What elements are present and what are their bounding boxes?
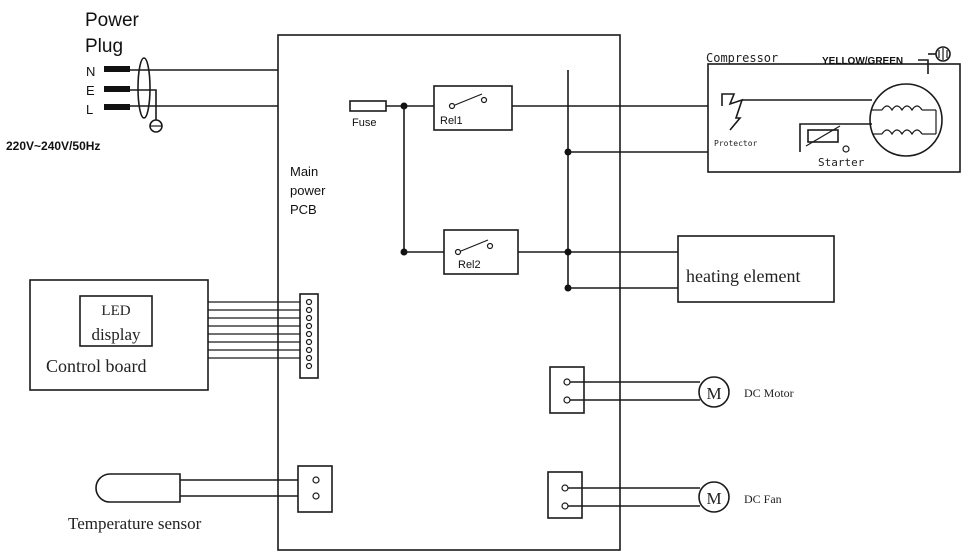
dc-motor (698, 376, 730, 408)
relay-1 (433, 85, 513, 131)
temperature-sensor-probe (95, 473, 181, 503)
main-pcb-label-line2: power (290, 183, 326, 198)
power-plug-label-line2: Plug (85, 36, 123, 57)
relay-2 (443, 229, 519, 275)
power-plug: Power Plug N E L 220V~240V/50Hz (6, 10, 163, 153)
starter-label: Starter (818, 156, 865, 169)
control-board-label: Control board (46, 356, 147, 376)
pin-e-label: E (86, 83, 95, 98)
dc-fan-connector (547, 471, 583, 519)
pin-l-label: L (86, 102, 93, 117)
dc-motor-symbol: M (706, 384, 721, 403)
relay-1-label: Rel1 (440, 115, 463, 127)
cable-sheath (137, 57, 151, 119)
plug-pin-n (104, 66, 130, 72)
temperature-sensor-label: Temperature sensor (68, 514, 202, 533)
sensor-connector (297, 465, 333, 513)
dc-fan-symbol: M (706, 489, 721, 508)
fuse (349, 100, 387, 112)
protector (721, 93, 744, 131)
heating-element-label: heating element (686, 266, 800, 286)
fuse-label: Fuse (352, 117, 376, 129)
ribbon-cable (208, 301, 300, 359)
main-pcb-label-line3: PCB (290, 202, 317, 217)
yellow-green-ground-wire (918, 59, 929, 74)
compressor-motor (869, 83, 943, 157)
voltage-label: 220V~240V/50Hz (6, 139, 100, 153)
plug-pin-e (104, 86, 130, 92)
led-display-label-line1: LED (101, 303, 130, 319)
heating-element (677, 235, 835, 303)
plug-pin-l (104, 104, 130, 110)
dc-motor-label: DC Motor (744, 386, 794, 400)
earth-wire (130, 89, 157, 120)
compressor-label: Compressor (706, 51, 778, 65)
relay-2-label: Rel2 (458, 259, 481, 271)
pin-n-label: N (86, 64, 95, 79)
protector-label: Protector (714, 139, 758, 148)
dc-fan-label: DC Fan (744, 492, 782, 506)
dc-fan (698, 481, 730, 513)
dc-motor-connector (549, 366, 585, 414)
main-pcb-label-line1: Main (290, 164, 318, 179)
led-display (79, 295, 153, 347)
led-display-label-line2: display (91, 325, 141, 344)
power-plug-label-line1: Power (85, 10, 140, 31)
ground-wire-label: YELLOW/GREEN (822, 56, 903, 67)
